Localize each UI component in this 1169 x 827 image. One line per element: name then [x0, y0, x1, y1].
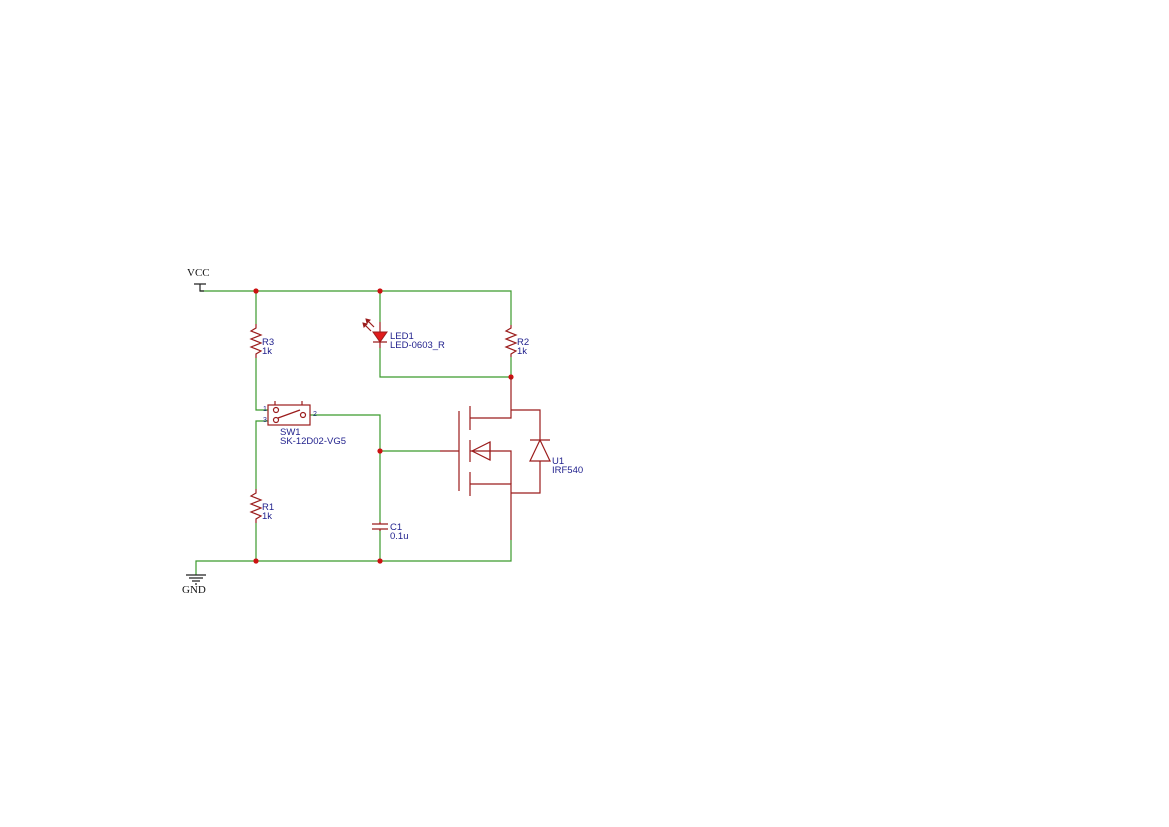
resistor-r2[interactable]: R2 1k [504, 325, 529, 357]
wire-vcc-rail [200, 290, 512, 325]
gnd-label: GND [182, 584, 206, 596]
junction-dot [377, 558, 383, 564]
resistor-r3[interactable]: R3 1k [249, 324, 274, 358]
resistor-r1[interactable]: R1 1k [249, 489, 274, 523]
vcc-power-symbol[interactable]: VCC [187, 267, 210, 292]
sw1-ref: SW1 [280, 427, 301, 438]
wires [195, 290, 512, 575]
wire-r3-sw1 [255, 358, 268, 411]
junction-dot [253, 558, 259, 564]
sw1-pin-2: 2 [313, 411, 317, 418]
c1-value: 0.1u [390, 531, 409, 542]
wire-gnd-rail [195, 540, 512, 575]
sw1-pin-1: 1 [263, 406, 267, 413]
r3-value: 1k [262, 346, 272, 357]
r2-value: 1k [517, 346, 527, 357]
r1-ref: R1 [262, 502, 274, 513]
led-led1[interactable]: LED1 LED-0603_R [362, 318, 445, 351]
led1-value: LED-0603_R [390, 340, 445, 351]
capacitor-c1[interactable]: C1 0.1u [372, 522, 409, 542]
junction-dot [253, 288, 259, 294]
gnd-power-symbol[interactable]: GND [182, 574, 206, 596]
u1-ref: U1 [552, 456, 564, 467]
r1-value: 1k [262, 511, 272, 522]
c1-ref: C1 [390, 522, 402, 533]
wire-led-drain [379, 348, 511, 378]
vcc-label: VCC [187, 267, 210, 279]
switch-sw1[interactable]: 1 3 2 SW1 SK-12D02-VG5 [263, 401, 346, 447]
r3-ref: R3 [262, 337, 274, 348]
junction-dot [377, 448, 383, 454]
mosfet-u1[interactable]: U1 IRF540 [440, 377, 583, 540]
sw1-value: SK-12D02-VG5 [280, 436, 346, 447]
junctions [253, 288, 514, 564]
wire-sw3-r1 [255, 420, 268, 489]
r2-ref: R2 [517, 337, 529, 348]
u1-value: IRF540 [552, 465, 583, 476]
led1-ref: LED1 [390, 331, 414, 342]
sw1-pin-3: 3 [263, 417, 267, 424]
wire-sw2-gate [310, 414, 381, 522]
junction-dot [377, 288, 383, 294]
